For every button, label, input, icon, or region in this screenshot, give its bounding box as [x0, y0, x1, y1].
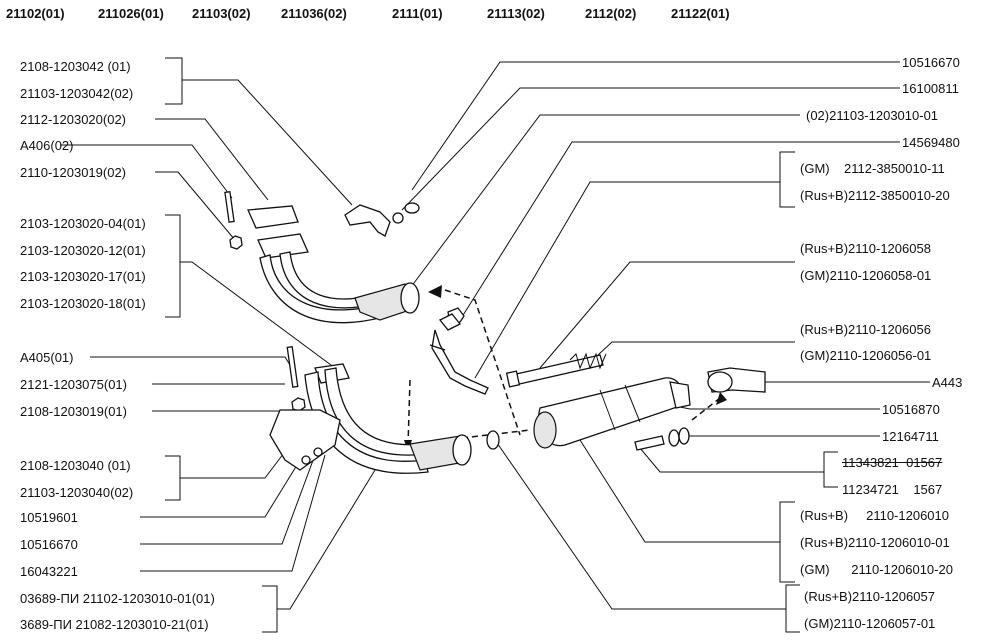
- part-number-label: 10519601: [20, 510, 78, 525]
- part-number-label: 2110-1203019(02): [20, 165, 127, 180]
- part-number-label: (GM) 2110-1206010-20: [800, 562, 953, 577]
- model-code: 211026(01): [98, 6, 164, 21]
- part-number-label: 2108-1203040 (01): [20, 458, 131, 473]
- part-number-label: 21103-1203040(02): [20, 485, 134, 500]
- part-number-label: (Rus+B)2112-3850010-20: [800, 188, 950, 203]
- model-code: 21102(01): [6, 6, 65, 21]
- part-number-label: 2121-1203075(01): [20, 377, 127, 392]
- part-number-label: 10516870: [882, 402, 940, 417]
- part-number-label: A406(02): [20, 138, 74, 153]
- model-code: 211036(02): [281, 6, 347, 21]
- part-number-label: (GM)2110-1206057-01: [804, 616, 936, 631]
- part-number-label: 11343821 01567: [842, 455, 943, 470]
- part-number-label: 10516670: [902, 55, 960, 70]
- part-number-label: 2108-1203019(01): [20, 404, 127, 419]
- part-number-label: (Rus+B)2110-1206058: [800, 241, 931, 256]
- part-number-label: 3689-ПИ 21082-1203010-21(01): [20, 617, 209, 632]
- part-number-label: 11234721 1567: [842, 482, 943, 497]
- model-code: 2111(01): [392, 6, 443, 21]
- part-number-label: 21103-1203042(02): [20, 86, 134, 101]
- part-number-label: 12164711: [882, 429, 939, 444]
- part-number-label: (GM)2110-1206058-01: [800, 268, 932, 283]
- part-number-label: A443: [932, 375, 963, 390]
- part-number-label: 2103-1203020-04(01): [20, 216, 146, 231]
- part-number-label: (GM)2110-1206056-01: [800, 348, 932, 363]
- model-code: 2112(02): [585, 6, 637, 21]
- model-code: 21103(02): [192, 6, 251, 21]
- part-number-label: 03689-ПИ 21102-1203010-01(01): [20, 591, 215, 606]
- part-number-label: 14569480: [902, 135, 960, 150]
- part-number-label: (Rus+B) 2110-1206010: [800, 508, 949, 523]
- part-number-label: 10516670: [20, 537, 78, 552]
- part-number-label: 2103-1203020-12(01): [20, 243, 146, 258]
- part-number-label: 2103-1203020-18(01): [20, 296, 146, 311]
- model-code: 21113(02): [487, 6, 545, 21]
- part-number-label: 2103-1203020-17(01): [20, 269, 146, 284]
- part-number-label: 16100811: [902, 81, 959, 96]
- part-number-label: (GM) 2112-3850010-11: [800, 161, 945, 176]
- model-code: 21122(01): [671, 6, 730, 21]
- part-number-label: (Rus+B)2110-1206010-01: [800, 535, 950, 550]
- part-number-label: A405(01): [20, 350, 74, 365]
- part-number-label: 2112-1203020(02): [20, 112, 127, 127]
- part-number-label: (Rus+B)2110-1206057: [804, 589, 935, 604]
- part-number-label: (Rus+B)2110-1206056: [800, 322, 931, 337]
- part-number-label: 2108-1203042 (01): [20, 59, 131, 74]
- part-number-label: 16043221: [20, 564, 78, 579]
- part-number-label: (02)21103-1203010-01: [806, 108, 939, 123]
